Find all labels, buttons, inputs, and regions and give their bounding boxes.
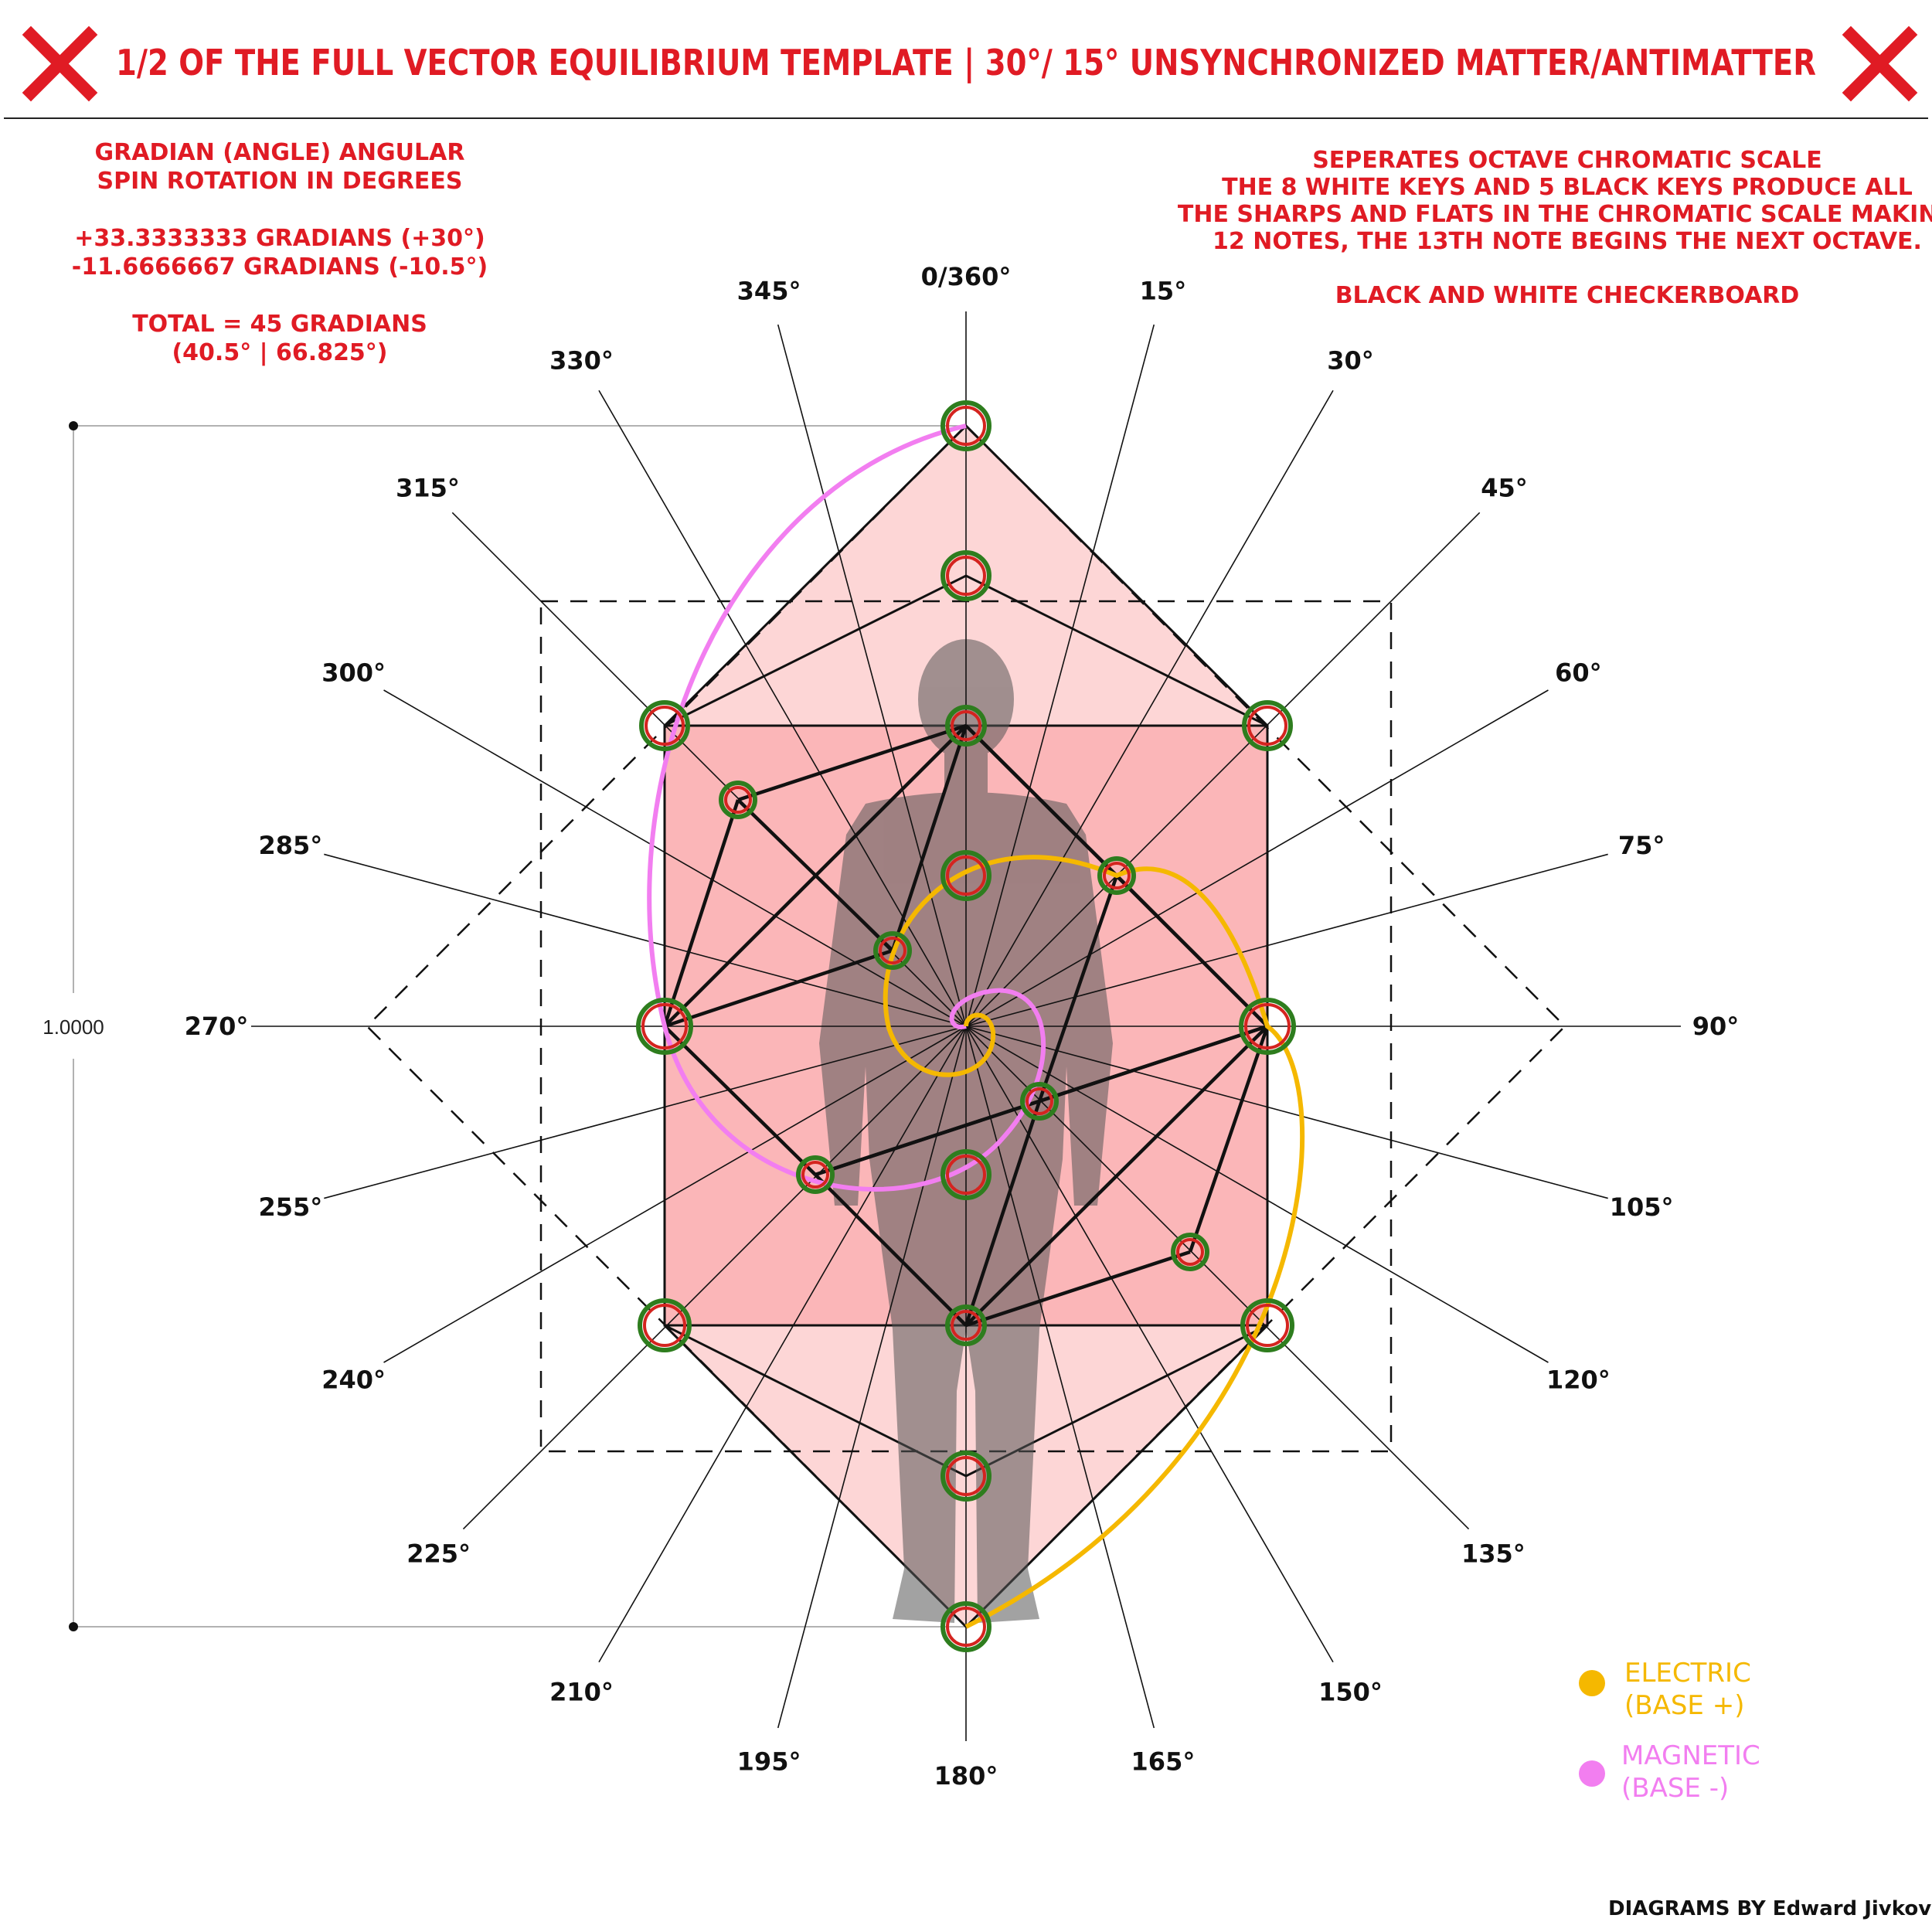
left-note-line: SPIN ROTATION IN DEGREES xyxy=(97,168,462,195)
spoke-line xyxy=(598,1026,967,1663)
spoke-line xyxy=(965,1026,1549,1363)
magnetic-spiral xyxy=(647,423,1046,1192)
legend-electric-line2: (BASE +) xyxy=(1624,1690,1744,1721)
spoke-line xyxy=(383,1026,967,1363)
vertex-node xyxy=(719,781,757,819)
vertex-node xyxy=(945,705,987,747)
angle-label: 240° xyxy=(321,1366,386,1395)
angle-label: 30° xyxy=(1327,345,1374,375)
angle-label: 225° xyxy=(406,1539,471,1568)
legend-electric-line1: ELECTRIC xyxy=(1624,1658,1751,1689)
angle-label: 210° xyxy=(549,1678,614,1707)
angle-label: 15° xyxy=(1140,277,1187,306)
spoke-line xyxy=(324,1026,967,1199)
spoke-line xyxy=(965,1026,1608,1199)
vertex-node xyxy=(1171,1233,1209,1271)
credit-text: DIAGRAMS BY Edward Jivkov Radev xyxy=(1608,1897,1932,1920)
legend: ELECTRIC (BASE +) MAGNETIC (BASE -) xyxy=(1579,1658,1760,1804)
angle-label: 135° xyxy=(1461,1539,1526,1568)
left-note-line: -11.6666667 GRADIANS (-10.5°) xyxy=(72,253,488,281)
close-icon-right xyxy=(1842,26,1918,102)
dimension-marker: 1.0000 xyxy=(43,421,966,1631)
angle-label: 300° xyxy=(321,658,386,688)
spoke-line xyxy=(965,1026,1334,1663)
vertex-node xyxy=(940,1149,992,1200)
right-note-line: BLACK AND WHITE CHECKERBOARD xyxy=(1335,282,1800,309)
vertex-node xyxy=(940,550,992,601)
vertex-node xyxy=(940,1451,992,1502)
angle-label: 315° xyxy=(396,473,460,502)
spoke-line xyxy=(965,689,1549,1027)
left-note-line: GRADIAN (ANGLE) ANGULAR xyxy=(95,139,465,166)
electric-spiral xyxy=(883,855,1305,1629)
left-note-line: TOTAL = 45 GRADIANS xyxy=(132,311,427,338)
spoke-line xyxy=(598,389,967,1027)
left-note-line: +33.3333333 GRADIANS (+30°) xyxy=(74,225,485,252)
vertex-node xyxy=(639,700,690,751)
angle-label: 75° xyxy=(1618,831,1665,860)
angle-label: 255° xyxy=(258,1192,322,1222)
vertex-node xyxy=(1020,1082,1059,1121)
angle-label: 90° xyxy=(1692,1012,1740,1041)
magnetic-dot-icon xyxy=(1579,1760,1605,1787)
vertex-nodes xyxy=(636,400,1296,1652)
angle-label: 60° xyxy=(1555,658,1602,688)
right-note-line: THE 8 WHITE KEYS AND 5 BLACK KEYS PRODUC… xyxy=(1222,174,1913,201)
angle-label: 270° xyxy=(185,1012,249,1041)
angle-label: 0/360° xyxy=(921,262,1012,291)
electric-dot-icon xyxy=(1579,1670,1605,1696)
legend-magnetic-line2: (BASE -) xyxy=(1621,1773,1729,1804)
header: 1/2 OF THE FULL VECTOR EQUILIBRIUM TEMPL… xyxy=(4,26,1928,119)
spoke-line xyxy=(462,1026,967,1530)
left-note-line: (40.5° | 66.825°) xyxy=(172,339,387,366)
close-icon-left xyxy=(22,26,98,102)
vertex-node xyxy=(873,931,912,970)
spoke-line xyxy=(965,853,1608,1027)
angle-label: 165° xyxy=(1131,1747,1196,1776)
right-note-line: THE SHARPS AND FLATS IN THE CHROMATIC SC… xyxy=(1178,201,1932,228)
angle-label: 180° xyxy=(934,1761,998,1791)
vertex-node xyxy=(940,1601,992,1652)
angle-label: 105° xyxy=(1610,1192,1674,1222)
angle-label: 345° xyxy=(737,277,801,306)
vertex-node xyxy=(796,1155,835,1194)
vertex-node xyxy=(638,1298,692,1352)
spoke-line xyxy=(965,324,1155,1027)
right-note-line: SEPERATES OCTAVE CHROMATIC SCALE xyxy=(1312,147,1822,174)
legend-magnetic-line1: MAGNETIC xyxy=(1621,1740,1760,1771)
vertex-node xyxy=(1240,1298,1294,1352)
legend-item-magnetic: MAGNETIC (BASE -) xyxy=(1579,1740,1760,1804)
vertex-node xyxy=(940,400,992,451)
angle-label: 195° xyxy=(737,1747,801,1776)
angle-label: 45° xyxy=(1481,473,1528,502)
internal-network xyxy=(662,723,1270,1328)
page-title: 1/2 OF THE FULL VECTOR EQUILIBRIUM TEMPL… xyxy=(116,42,1816,84)
angle-label: 150° xyxy=(1318,1678,1383,1707)
right-note-line: 12 NOTES, THE 13TH NOTE BEGINS THE NEXT … xyxy=(1213,228,1922,255)
vertex-node xyxy=(1242,700,1293,751)
vertex-node xyxy=(945,1304,987,1346)
legend-item-electric: ELECTRIC (BASE +) xyxy=(1579,1658,1751,1721)
angle-label: 120° xyxy=(1546,1366,1611,1395)
spoke-line xyxy=(324,853,967,1027)
spoke-line xyxy=(965,512,1481,1027)
vertex-node xyxy=(1239,998,1296,1055)
angle-label: 285° xyxy=(258,831,322,860)
spoke-line xyxy=(777,1026,967,1729)
dimension-label: 1.0000 xyxy=(43,1015,104,1039)
spoke-line xyxy=(383,689,967,1027)
spoke-line xyxy=(777,324,967,1027)
angle-label: 330° xyxy=(549,345,614,375)
vertex-node xyxy=(940,850,992,901)
spoke-line xyxy=(965,389,1334,1027)
angle-spokes: 0/360° 15° 30° 45° 60° 75° 90° 105° 120° 135° 150°… xyxy=(185,262,1740,1791)
vertex-node xyxy=(1097,856,1136,895)
vertex-node xyxy=(636,998,693,1055)
